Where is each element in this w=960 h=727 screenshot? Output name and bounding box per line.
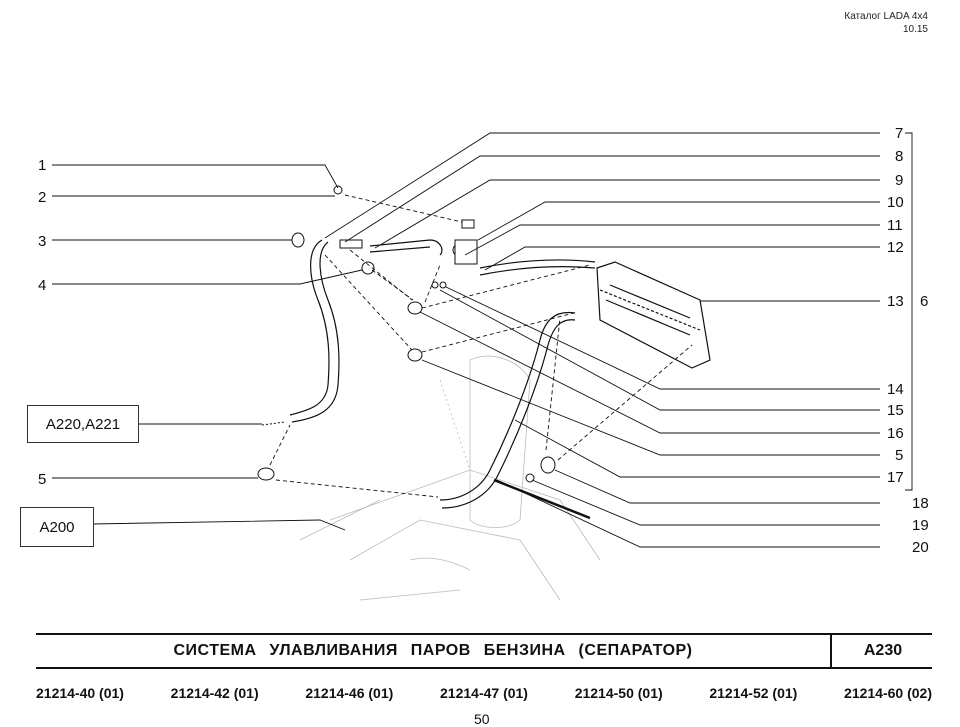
model-item: 21214-46 (01) xyxy=(305,685,394,701)
callout-5-left: 5 xyxy=(38,471,46,488)
section-title: СИСТЕМА УЛАВЛИВАНИЯ ПАРОВ БЕНЗИНА (СЕПАР… xyxy=(173,642,693,659)
callout-13: 13 xyxy=(887,293,904,310)
callout-19: 19 xyxy=(912,517,929,534)
hose-left xyxy=(289,239,340,423)
model-item: 21214-40 (01) xyxy=(36,685,124,701)
hose-top xyxy=(369,239,596,276)
catalog-header: Каталог LADA 4x4 10.15 xyxy=(844,10,928,36)
callout-16: 16 xyxy=(887,425,904,442)
title-block: СИСТЕМА УЛАВЛИВАНИЯ ПАРОВ БЕНЗИНА (СЕПАР… xyxy=(36,633,932,669)
page-number: 50 xyxy=(474,711,490,727)
model-item: 21214-50 (01) xyxy=(574,685,663,701)
model-item: 21214-47 (01) xyxy=(440,685,528,701)
parts-diagram: 1 2 3 4 5 7 8 9 10 11 12 13 14 15 16 5 1… xyxy=(38,125,929,601)
ref-box-a200: A200 xyxy=(20,507,94,547)
callout-10: 10 xyxy=(887,194,904,211)
model-list: 21214-40 (01) 21214-42 (01) 21214-46 (01… xyxy=(36,685,932,701)
hose-long xyxy=(439,311,576,509)
callout-6-assembly: 6 xyxy=(920,293,928,310)
callout-11: 11 xyxy=(887,217,903,234)
callout-17: 17 xyxy=(887,469,904,486)
callout-5-right: 5 xyxy=(895,447,903,464)
callout-4: 4 xyxy=(38,277,46,294)
model-item: 21214-60 (02) xyxy=(844,685,932,701)
section-code: A230 xyxy=(830,635,934,667)
model-item: 21214-42 (01) xyxy=(170,685,259,701)
leader-lines xyxy=(52,132,913,548)
callout-15: 15 xyxy=(887,402,904,419)
car-body-outline xyxy=(299,355,601,601)
callout-1: 1 xyxy=(38,157,46,174)
callout-9: 9 xyxy=(895,172,903,189)
callout-18: 18 xyxy=(912,495,929,512)
ref-box-a220: A220,A221 xyxy=(27,405,139,443)
catalog-date: 10.15 xyxy=(902,24,928,35)
callout-3: 3 xyxy=(38,233,46,250)
catalog-name: Каталог LADA 4x4 xyxy=(844,11,928,22)
callout-8: 8 xyxy=(895,148,903,165)
model-item: 21214-52 (01) xyxy=(709,685,798,701)
callout-14: 14 xyxy=(887,381,904,398)
callout-labels: 1 2 3 4 5 7 8 9 10 11 12 13 14 15 16 5 1… xyxy=(38,125,929,556)
separator-assembly xyxy=(596,261,711,369)
callout-12: 12 xyxy=(887,239,904,256)
callout-20: 20 xyxy=(912,539,929,556)
assembly-arrows xyxy=(269,194,693,498)
callout-2: 2 xyxy=(38,189,46,206)
callout-7: 7 xyxy=(895,125,903,142)
small-parts xyxy=(257,185,591,520)
